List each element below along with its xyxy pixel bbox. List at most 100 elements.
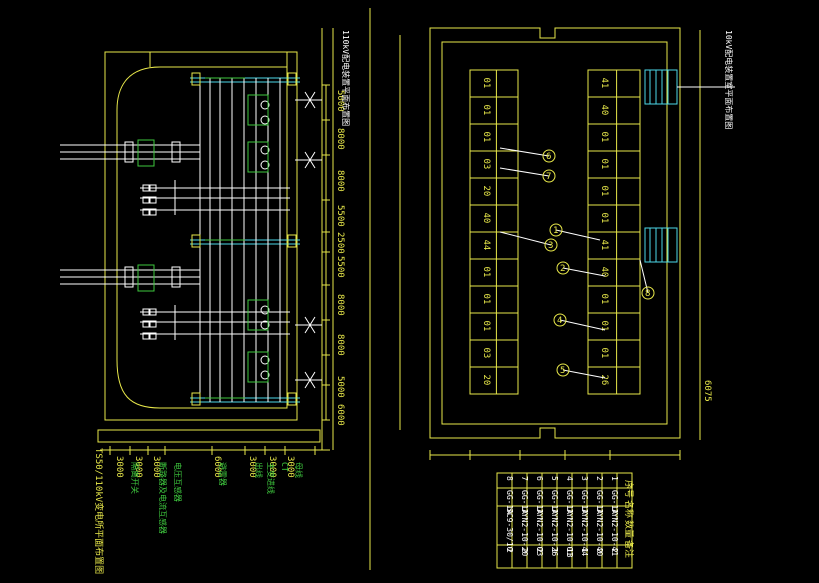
left-caption: TS50/110kV变电所平面布置图 xyxy=(93,448,105,574)
equipment-table: 8GG-1ASC9-30/1027GG-1AJYN2-10-2026GG-1AJ… xyxy=(496,472,635,569)
table-cell-type: GG-1A xyxy=(505,490,514,514)
green-label-7: 母线 xyxy=(294,462,304,478)
left-right-road xyxy=(321,28,334,450)
callout-5: 5 xyxy=(556,363,606,379)
table-cell-model: JYN2-10-01 xyxy=(565,508,574,556)
callout-4: 4 xyxy=(553,313,606,331)
right-dim-6075: 6075 xyxy=(702,380,712,402)
table-cell-model: JYN2-10-03 xyxy=(535,508,544,556)
right-cabinet: 01 xyxy=(587,123,641,152)
table-border xyxy=(496,472,633,569)
table-cell-no: 7 xyxy=(520,476,529,481)
table-cell-qty: 1 xyxy=(580,548,589,553)
bottom-dim-2: 3000 xyxy=(133,456,143,478)
callout-label: 2 xyxy=(560,264,565,274)
incoming-lines xyxy=(60,144,200,285)
table-cell-model: JYN2-10-26 xyxy=(550,508,559,556)
right-cabinet: 01 xyxy=(587,150,641,179)
left-fence-gate xyxy=(149,52,288,67)
bottom-dim-3: 3000 xyxy=(151,456,161,478)
right-cabinet: 40 xyxy=(587,258,641,287)
right-view: 6075 10kV配电装置室平面布置图 01010103204044010101… xyxy=(399,27,735,460)
left-cabinet: 01 xyxy=(469,123,519,152)
right-cabinet-label: 01 xyxy=(599,132,609,143)
callout-label: 5 xyxy=(560,366,565,376)
right-cabinet: 01 xyxy=(587,285,641,314)
table-cell-no: 8 xyxy=(505,476,514,481)
table-header-cell: 备注 xyxy=(623,540,635,558)
left-cabinet-label: 01 xyxy=(481,105,491,116)
table-cell-type: GG-1A xyxy=(610,490,619,514)
room-inner-wall xyxy=(441,41,668,425)
green-label-8: CT xyxy=(280,462,289,472)
dim-label-10: 6000 xyxy=(335,404,345,426)
green-label-6: 主变进线 xyxy=(266,462,276,494)
right-cabinet: 41 xyxy=(587,231,641,260)
right-cabinet-label: 40 xyxy=(599,105,609,116)
green-label-4: 避雷器 xyxy=(218,462,228,486)
table-cell-qty: 2 xyxy=(595,548,604,553)
table-cell-qty: 2 xyxy=(505,548,514,553)
callout-label: 7 xyxy=(546,172,551,182)
left-cabinet: 01 xyxy=(469,96,519,125)
left-cabinet: 01 xyxy=(469,69,519,98)
left-cabinet: 03 xyxy=(469,150,519,179)
left-cabinet: 01 xyxy=(469,285,519,314)
right-cabinet: 01 xyxy=(587,339,641,368)
cable-bundle-top xyxy=(644,69,735,105)
dim-label-8: 8000 xyxy=(335,334,345,356)
left-cabinet-label: 01 xyxy=(481,321,491,332)
left-cabinet-label: 01 xyxy=(481,267,491,278)
table-cell-type: GG-1A xyxy=(565,490,574,514)
table-cell-no: 4 xyxy=(565,476,574,481)
table-cell-no: 3 xyxy=(580,476,589,481)
right-bottom-ticks xyxy=(429,450,681,460)
breaker-symbols xyxy=(124,72,297,406)
left-cabinet: 40 xyxy=(469,204,519,233)
table-cell-type: GG-1A xyxy=(580,490,589,514)
left-cabinet-label: 01 xyxy=(481,78,491,89)
right-cabinet-label: 26 xyxy=(599,375,609,386)
right-cabinet: 26 xyxy=(587,366,641,395)
left-cabinet: 01 xyxy=(469,312,519,341)
table-header-cell: 序号 xyxy=(623,480,635,498)
table-cell-model: JYN2-10-44 xyxy=(580,508,589,556)
table-cell-qty: 2 xyxy=(520,548,529,553)
left-cabinet-label: 20 xyxy=(481,375,491,386)
green-markers xyxy=(205,77,269,399)
bottom-dim-5: 3000 xyxy=(247,456,257,478)
dim-label-2: 8000 xyxy=(335,128,345,150)
bottom-dim-6: 3000 xyxy=(267,456,277,478)
table-cell-type: GG-1A xyxy=(595,490,604,514)
left-view-title: 110kV配电装置平面布置图 xyxy=(341,30,351,126)
outgoing-tees xyxy=(295,91,322,389)
table-cell-qty: 2 xyxy=(535,548,544,553)
cable-bundle-mid xyxy=(644,227,678,263)
left-cabinet-label: 01 xyxy=(481,132,491,143)
dim-label-5: 2500 xyxy=(335,232,345,254)
callout-8: 8 xyxy=(639,259,655,300)
dim-label-4: 5500 xyxy=(335,205,345,227)
callout-label: 3 xyxy=(548,241,553,251)
bottom-dim-4: 6000 xyxy=(212,456,222,478)
green-label-5: 出线 xyxy=(254,462,264,478)
left-road-right xyxy=(275,66,288,409)
small-equipment xyxy=(142,100,270,380)
right-cabinet-label: 41 xyxy=(599,240,609,251)
right-cabinet-label: 01 xyxy=(599,348,609,359)
callout-label: 6 xyxy=(546,152,551,162)
right-view-title: 10kV配电装置室平面布置图 xyxy=(724,30,734,129)
dim-label-9: 5000 xyxy=(335,376,345,398)
callout-6: 6 xyxy=(499,147,556,163)
right-cabinet-label: 41 xyxy=(599,78,609,89)
table-cell-model: SC9-30/10 xyxy=(505,508,514,552)
